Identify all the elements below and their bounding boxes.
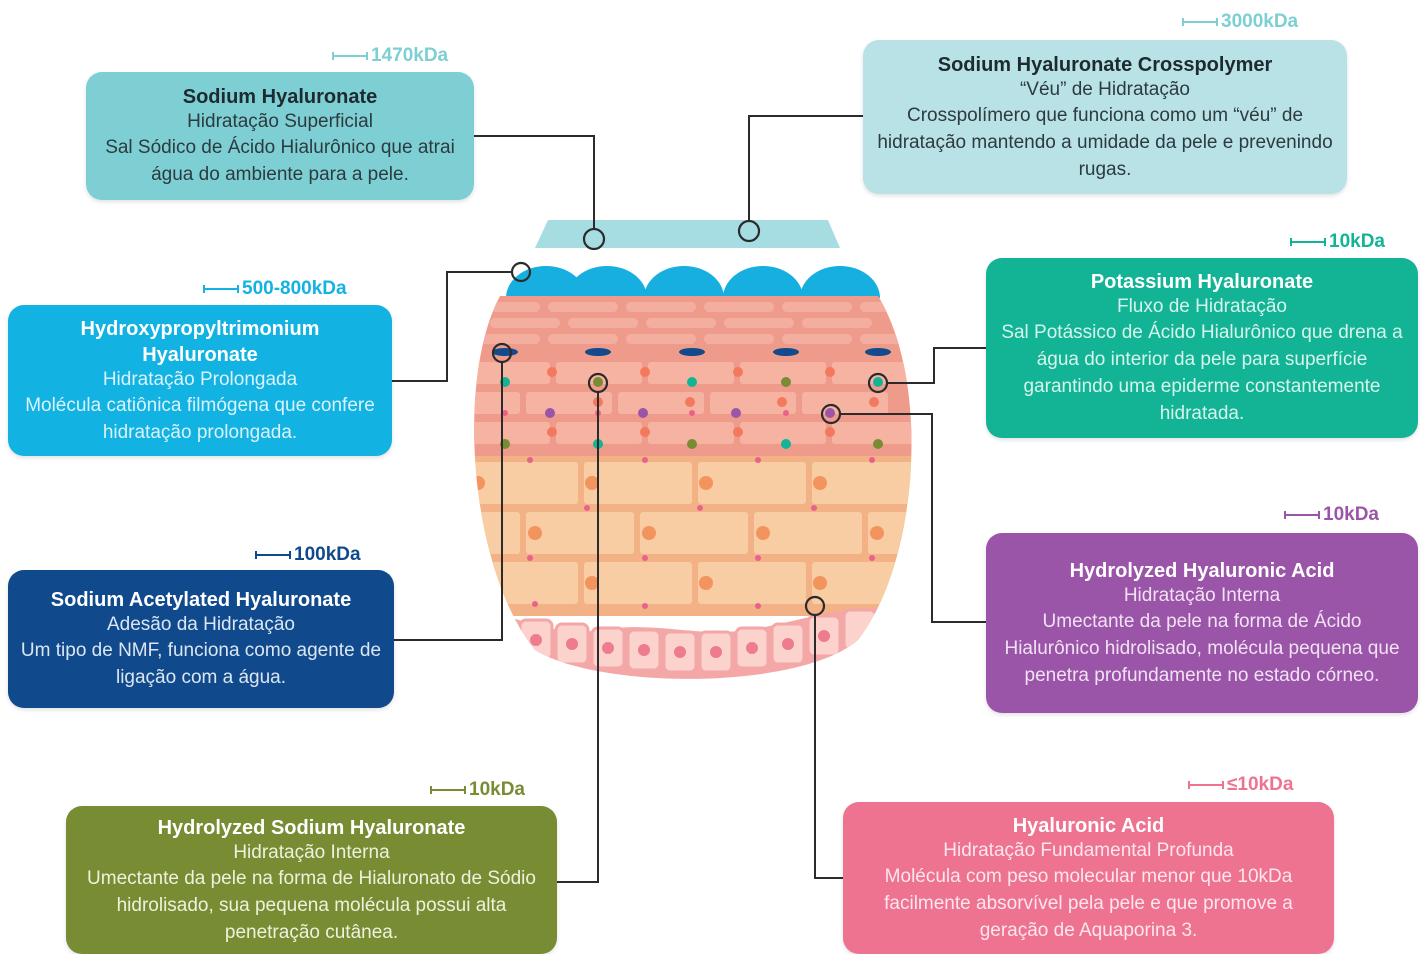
purple-dots xyxy=(545,408,835,418)
card-subtitle: Hidratação Fundamental Profunda xyxy=(943,839,1234,861)
basal-nuclei xyxy=(530,630,830,658)
ruler-icon xyxy=(332,52,368,60)
lower-dots xyxy=(527,457,875,609)
kda-label-ha: ≤10kDa xyxy=(1188,774,1293,796)
kda-label-hydrolyzed-sodium: 10kDa xyxy=(430,779,525,801)
kda-label-acetyl: 100kDa xyxy=(255,544,361,566)
hydration-veil xyxy=(535,220,840,248)
card-title: Hyaluronic Acid xyxy=(1012,814,1165,837)
card-hydrolyzed-hyaluronic-acid: Hydrolyzed Hyaluronic Acid Hidratação In… xyxy=(986,533,1418,713)
card-potassium-hyaluronate: Potassium Hyaluronate Fluxo de Hidrataçã… xyxy=(986,258,1418,438)
kda-label-hydrolyzed-acid: 10kDa xyxy=(1284,504,1379,526)
kda-label-hpth: 500-800kDa xyxy=(203,278,347,300)
card-subtitle: “Véu” de Hidratação xyxy=(1019,78,1191,100)
card-description: Umectante da pele na forma de Ácido Hial… xyxy=(1004,610,1400,686)
ruler-icon xyxy=(203,285,239,293)
olive-dots xyxy=(500,377,883,449)
connector-lines xyxy=(392,115,986,883)
card-title: Hydroxypropyltrimonium Hyaluronate xyxy=(80,317,320,366)
card-description: Umectante da pele na forma de Hialuronat… xyxy=(87,867,536,943)
ruler-icon xyxy=(1188,781,1224,789)
card-hydroxypropyltrimonium-hyaluronate: Hydroxypropyltrimonium Hyaluronate Hidra… xyxy=(8,305,392,456)
card-hyaluronic-acid: Hyaluronic Acid Hidratação Fundamental P… xyxy=(843,802,1334,954)
ruler-icon xyxy=(430,786,466,794)
card-subtitle: Fluxo de Hidratação xyxy=(1116,296,1288,317)
card-subtitle: Hidratação Interna xyxy=(1123,584,1281,606)
card-title: Sodium Hyaluronate Crosspolymer xyxy=(937,53,1273,76)
card-description: Sal Sódico de Ácido Hialurônico que atra… xyxy=(105,137,455,185)
card-sodium-acetylated-hyaluronate: Sodium Acetylated Hyaluronate Adesão da … xyxy=(8,570,394,708)
card-title: Sodium Hyaluronate xyxy=(182,86,378,108)
ruler-icon xyxy=(1182,18,1218,26)
kda-label-potassium: 10kDa xyxy=(1290,231,1385,253)
card-description: Crosspolímero que funciona como um “véu”… xyxy=(877,104,1333,180)
card-description: Sal Potássico de Ácido Hialurônico que d… xyxy=(1001,322,1403,424)
card-sodium-hyaluronate-crosspolymer: Sodium Hyaluronate Crosspolymer “Véu” de… xyxy=(863,40,1347,194)
card-subtitle: Hidratação Prolongada xyxy=(102,368,298,390)
kda-label-sodium: 1470kDa xyxy=(332,45,448,67)
ruler-icon xyxy=(255,551,291,559)
card-description: Molécula catiônica filmógena que confere… xyxy=(25,394,375,443)
card-subtitle: Adesão da Hidratação xyxy=(106,614,295,635)
ruler-icon xyxy=(1284,511,1320,519)
card-subtitle: Hidratação Interna xyxy=(233,841,390,863)
card-subtitle: Hidratação Superficial xyxy=(187,111,373,132)
card-sodium-hyaluronate: Sodium Hyaluronate Hidratação Superficia… xyxy=(86,72,474,200)
card-title: Hydrolyzed Sodium Hyaluronate xyxy=(157,816,466,839)
card-title: Potassium Hyaluronate xyxy=(1090,271,1314,293)
card-title: Sodium Acetylated Hyaluronate xyxy=(50,589,352,611)
kda-label-cross: 3000kDa xyxy=(1182,11,1298,33)
surface-domes xyxy=(506,266,880,298)
card-description: Um tipo de NMF, funciona como agente de … xyxy=(20,640,382,688)
pointer-rings xyxy=(491,219,889,617)
card-description: Molécula com peso molecular menor que 10… xyxy=(884,865,1293,941)
card-hydrolyzed-sodium-hyaluronate: Hydrolyzed Sodium Hyaluronate Hidratação… xyxy=(66,806,557,954)
card-title: Hydrolyzed Hyaluronic Acid xyxy=(1069,559,1335,582)
ruler-icon xyxy=(1290,238,1326,246)
upper-nuclei xyxy=(547,367,879,437)
